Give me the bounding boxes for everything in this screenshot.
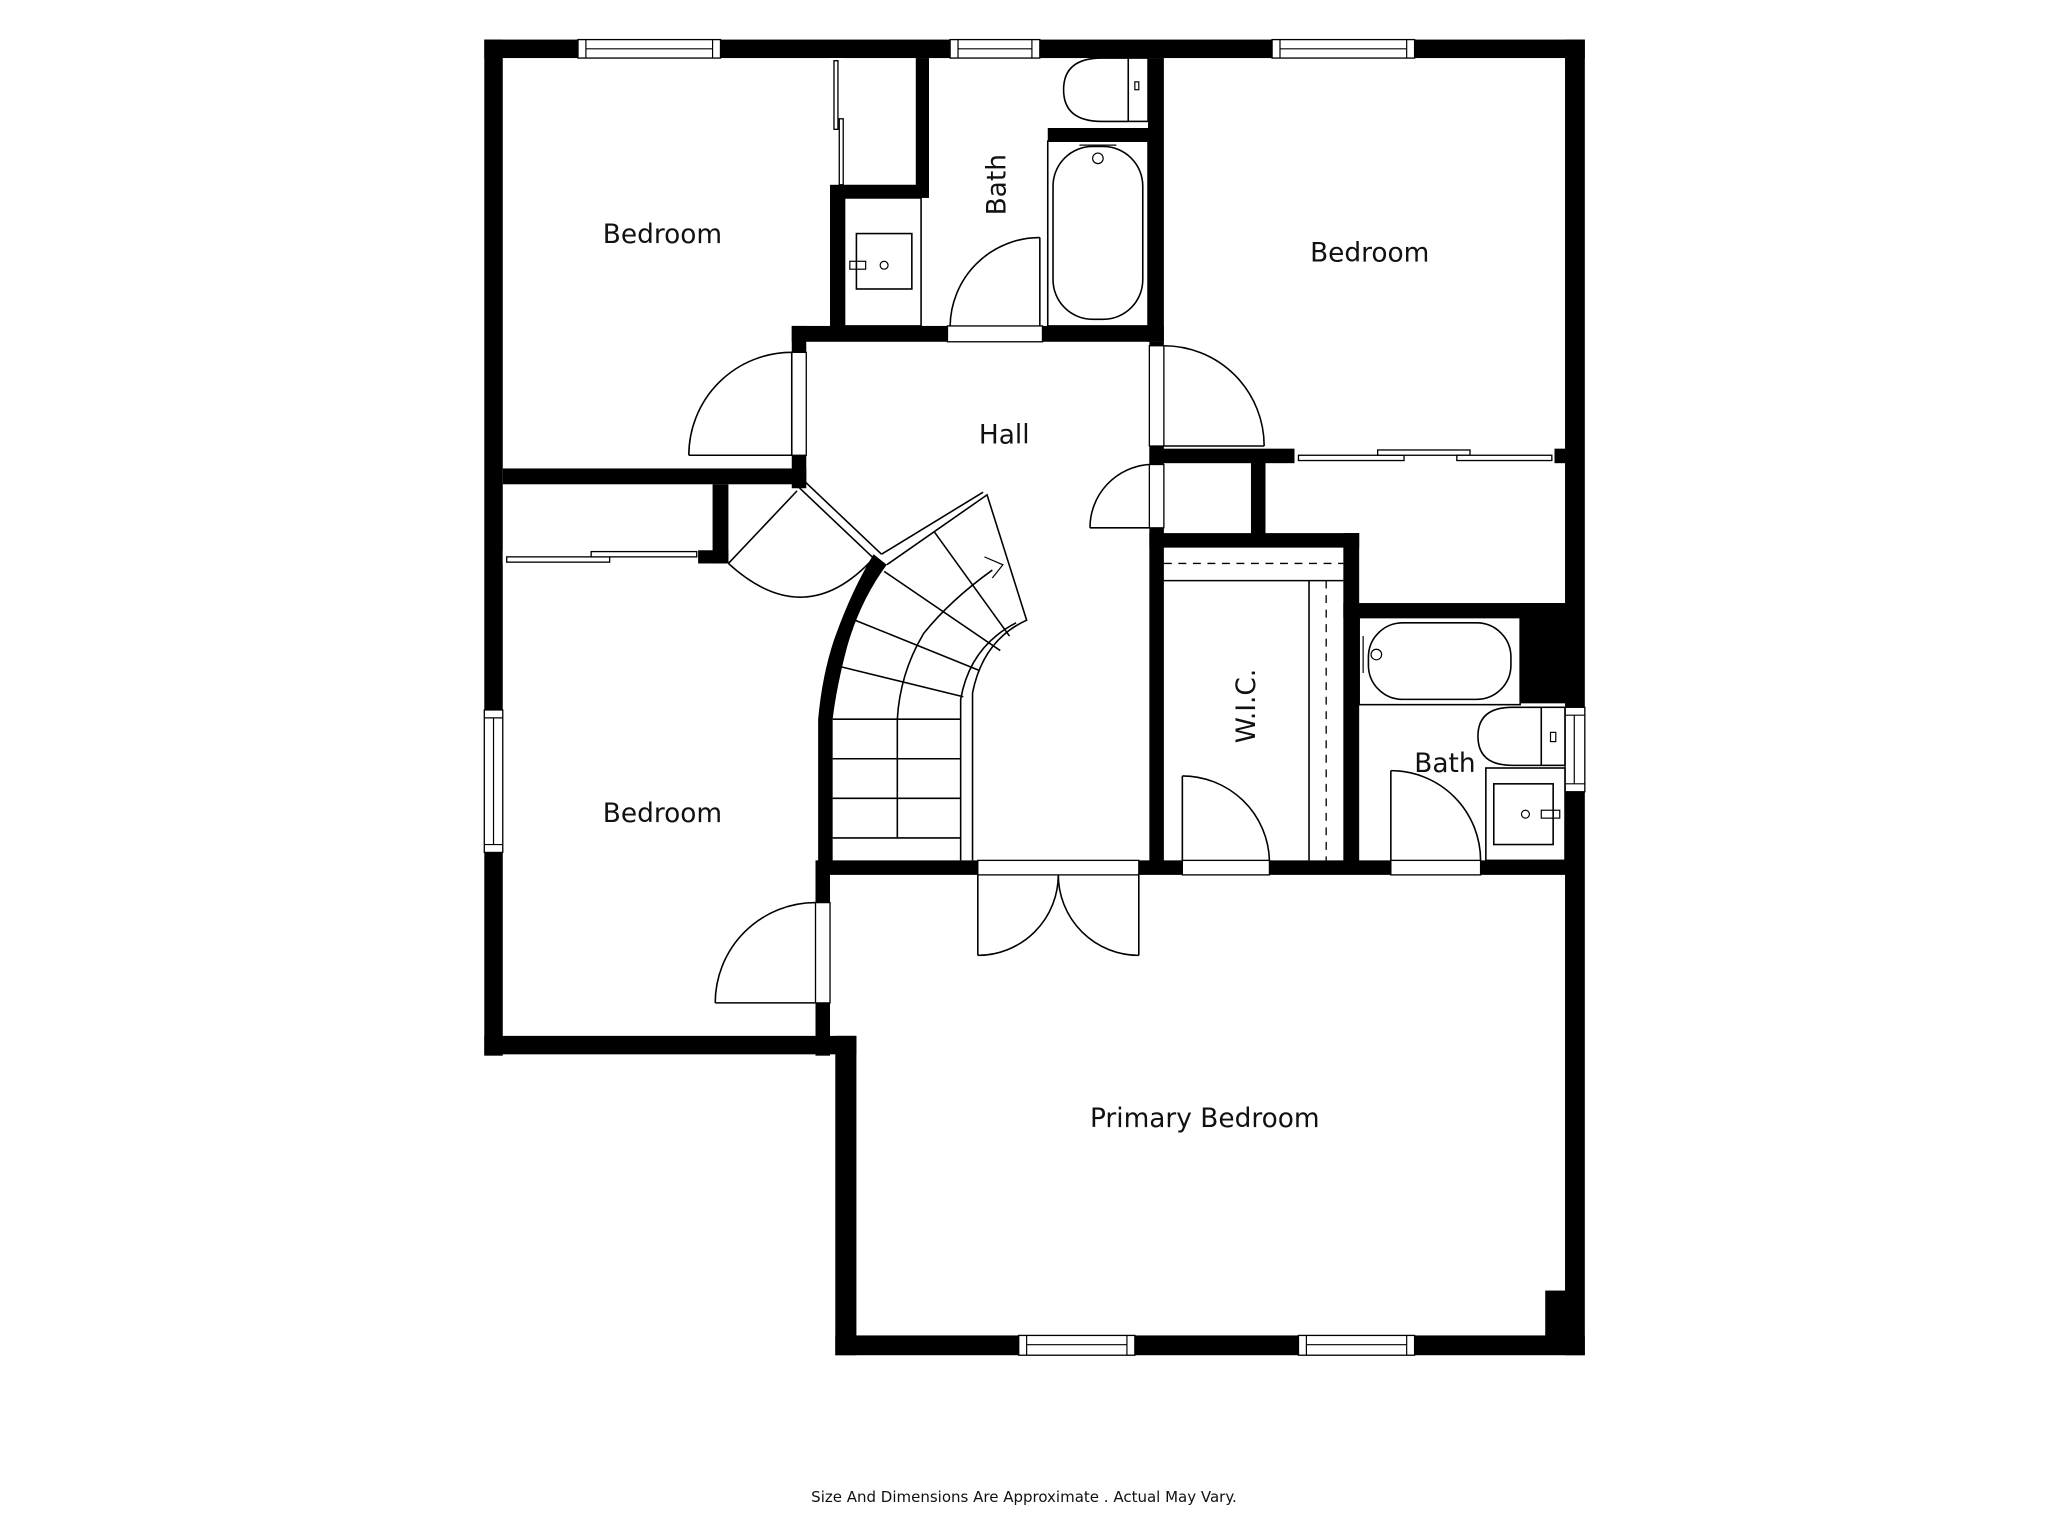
- room-label-primary-bedroom: Primary Bedroom: [1090, 1104, 1320, 1134]
- fixtures: [843, 57, 1566, 862]
- window-ne-bedroom: [1271, 38, 1416, 59]
- window-nw-bedroom: [577, 38, 722, 59]
- door-primary-bath: [1390, 769, 1482, 876]
- door-w-bedroom: [714, 901, 831, 1004]
- bathtub-icon: [1046, 140, 1149, 327]
- window-w-bedroom: [483, 709, 504, 854]
- exterior-walls: [484, 39, 1585, 1356]
- room-label-bedroom-ne: Bedroom: [1310, 238, 1429, 268]
- sink-icon: [843, 197, 922, 327]
- window-primary-bath: [1564, 706, 1586, 793]
- door-bath: [946, 236, 1044, 343]
- door-stair-closet: [727, 481, 883, 598]
- room-label-bath-hall: Bath: [983, 154, 1013, 215]
- toilet-icon: [1477, 706, 1566, 767]
- door-wic: [1181, 775, 1271, 876]
- room-label-wic: W.I.C.: [1232, 669, 1262, 743]
- room-label-bath-primary: Bath: [1414, 749, 1475, 779]
- disclaimer-text: Size And Dimensions Are Approximate . Ac…: [811, 1488, 1237, 1506]
- room-label-bedroom-w: Bedroom: [603, 799, 722, 829]
- staircase: [832, 491, 1028, 861]
- toilet-icon: [1062, 57, 1149, 123]
- window-bath: [949, 38, 1041, 59]
- closet-shelf-icon: [1163, 562, 1344, 861]
- door-nw-bedroom: [688, 351, 807, 457]
- door-primary-double: [977, 859, 1140, 957]
- door-hall-closet: [1089, 463, 1165, 529]
- room-label-hall: Hall: [979, 420, 1030, 450]
- door-nw-closet: [830, 58, 845, 186]
- sink-icon: [1485, 767, 1566, 862]
- room-label-bedroom-nw: Bedroom: [603, 220, 722, 250]
- doors: [502, 58, 1555, 1004]
- door-ne-bedroom: [1148, 344, 1265, 447]
- door-ne-closet: [1294, 448, 1555, 464]
- window-primary-2: [1297, 1334, 1416, 1356]
- room-labels: Bedroom Bath Bedroom Hall W.I.C. Bath Be…: [603, 154, 1476, 1134]
- bathtub-icon: [1358, 616, 1521, 706]
- window-primary-1: [1018, 1334, 1136, 1356]
- interior-walls: [502, 58, 1568, 1056]
- door-w-closet: [502, 550, 699, 564]
- windows: [483, 38, 1586, 1356]
